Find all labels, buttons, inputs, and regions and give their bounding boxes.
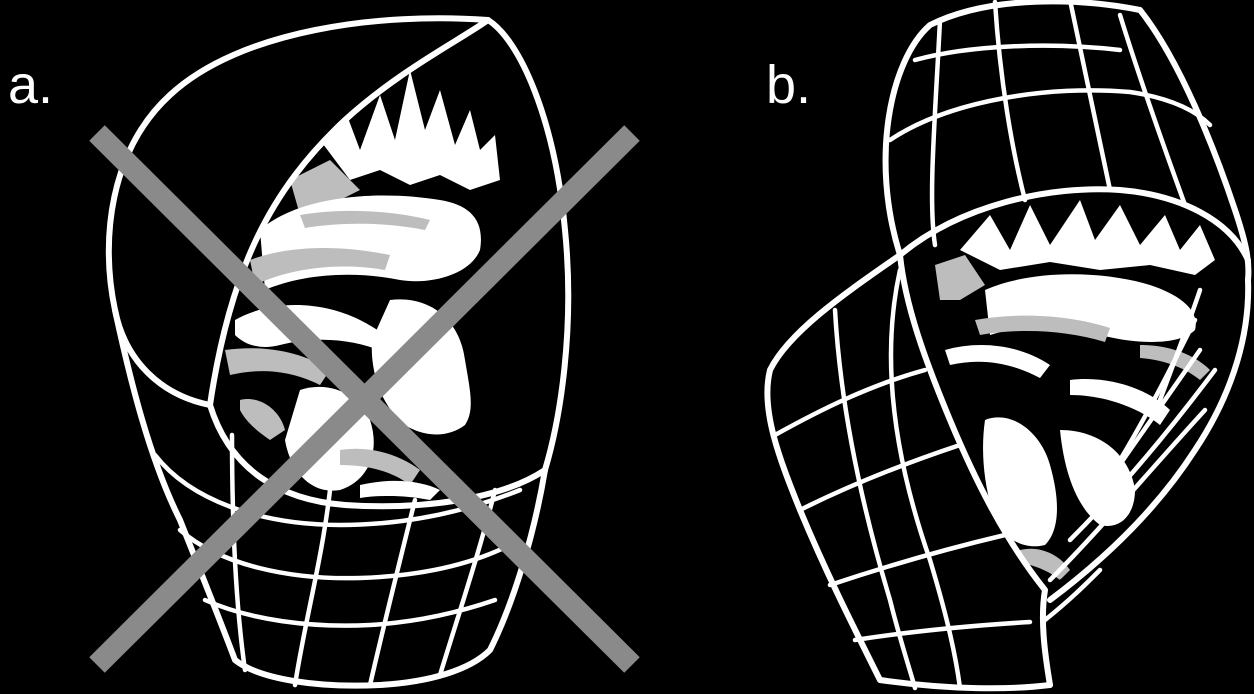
panel-label-a: a. (8, 58, 53, 112)
panel-a (97, 18, 632, 685)
panel-b (767, 0, 1254, 688)
panel-label-b: b. (766, 58, 811, 112)
face-image-a (200, 20, 580, 520)
